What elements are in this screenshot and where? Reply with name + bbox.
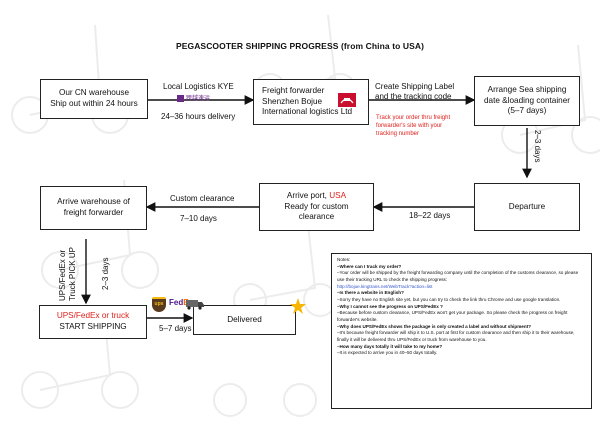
notes-header: Notes: [337,257,351,262]
label-7-10-days: 7–10 days [180,214,217,223]
box-line: Freight forwarder [262,86,325,96]
truck-icon [186,300,204,310]
ups-logo: ups [152,297,166,312]
box-line: Our CN warehouse [58,88,130,98]
box-line: International logistics Ltd [262,107,353,117]
notes-body: –Where can I track my order?–Your order … [337,264,586,357]
kye-logo-text: 跨越速运 [186,96,211,102]
label-ups-pickup: UPS/FedEx or Truck PICK UP [58,247,78,301]
box-line: freight forwarder [63,208,124,217]
label-line: Track your order thru freight [376,115,451,121]
notes-panel: Notes: –Where can I track my order?–Your… [331,253,592,409]
note-answer: –It is expected to arrive you in 40–50 d… [337,350,438,356]
ups-logo-text: ups [154,301,164,307]
page-title: PEGASCOOTER SHIPPING PROGRESS (from Chin… [175,41,425,51]
forwarder-logo-icon [338,93,356,107]
box-delivered: Delivered [193,305,296,335]
label-line: UPS/FedEx or [58,249,67,301]
label-create-shipping: Create Shipping Label and the tracking c… [375,82,454,103]
note-answer: –Because before custom clearance, UPS/Fe… [337,310,568,322]
box-sea-shipping: Arrange Sea shipping date &loading conta… [474,76,580,126]
label-local-logistics: Local Logistics KYE [163,82,234,91]
box-line: clearance [298,212,335,222]
note-answer: –It's because freight forwarder will shi… [337,330,575,342]
box-freight-forwarder: Freight forwarder Shenzhen Bojue Interna… [253,79,369,125]
box-line: Ship out within 24 hours [50,99,138,108]
box-ups-fedex: UPS/FedEx or truck START SHIPPING [39,305,147,339]
note-question: –Where can I track my order? [337,263,402,269]
fedex-fed: Fed [169,298,184,307]
label-line: and the tracking code [375,92,452,102]
box-line: date &loading container [483,95,571,105]
box-line: (5–7 days) [507,106,547,116]
note-answer: –Sorry they have no English site yet, bu… [337,296,561,302]
box-line: UPS/FedEx or truck [56,311,130,321]
label-5-7-days: 5–7 days [159,324,192,333]
box-text: Arrive port, [286,191,330,201]
label-2-3-days: 2–3 days [533,130,542,163]
label-line: Create Shipping Label [375,82,455,91]
usa-text: USA [329,191,347,201]
label-track-note: Track your order thru freight forwarder'… [376,114,450,138]
label-2-3-days-b: 2–3 days [101,257,110,290]
note-question: –How many days totally it will take to m… [337,343,443,349]
box-line: START SHIPPING [59,322,127,331]
note-question: –Why I cannot see the progress on UPS/Fe… [337,303,443,309]
note-answer: –Your order will be shipped by the freig… [337,270,579,282]
box-line: Ready for custom [284,201,349,211]
label-line: tracking number [376,131,420,138]
kye-logo: 跨越速运 [177,93,210,102]
note-link[interactable]: http://bojue.kingtrans.net/WebTrack?acti… [337,283,433,289]
box-line: Shenzhen Bojue [262,96,323,106]
star-icon [290,298,306,314]
box-arrive-port: Arrive port, USA Ready for custom cleara… [259,183,374,231]
box-arrive-warehouse: Arrive warehouse of freight forwarder [40,186,147,230]
box-line: Delivered [227,314,262,324]
label-24-36-hours: 24–36 hours delivery [161,112,236,121]
note-question: –Is there a website in English? [337,290,404,296]
box-line: Arrive warehouse of [57,197,130,207]
box-cn-warehouse: Our CN warehouse Ship out within 24 hour… [40,79,148,119]
label-18-22-days: 18–22 days [409,211,451,220]
box-line: Arrange Sea shipping [487,85,567,95]
note-question: –Why does UPS/FedEx shows the package is… [337,323,532,329]
kye-logo-icon [177,94,184,102]
label-line: Truck PICK UP [68,247,77,301]
box-line: Departure [508,201,546,211]
box-line: Arrive port, USA [287,191,346,202]
label-custom-clearance: Custom clearance [170,194,235,203]
box-departure: Departure [474,183,580,231]
label-line: forwarder's site with your [376,123,443,130]
